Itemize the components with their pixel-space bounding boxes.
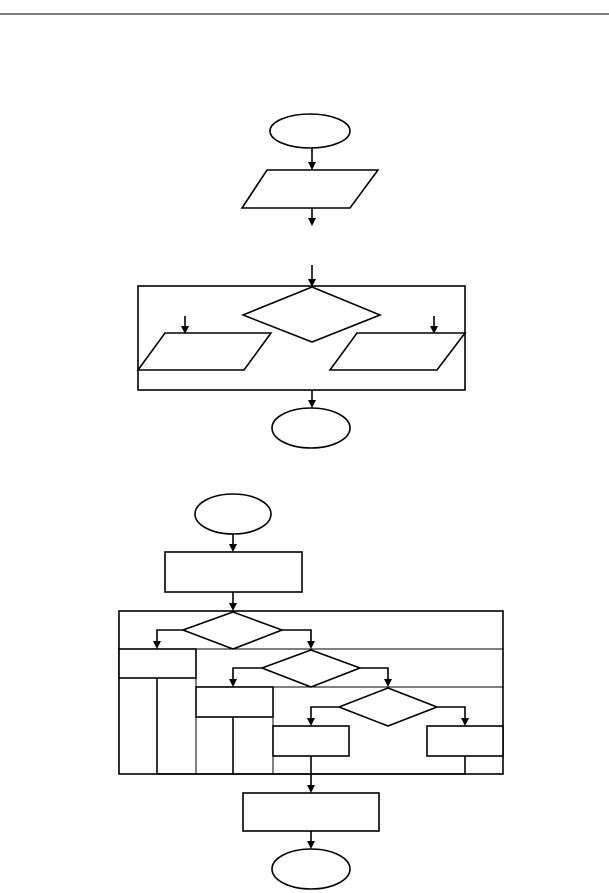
bottom-arrowhead bbox=[229, 544, 237, 552]
bottom-arrowhead bbox=[307, 841, 315, 849]
bottom-cond1-right-branch bbox=[282, 629, 312, 642]
top-input-parallelogram bbox=[240, 169, 380, 209]
bottom-cond1-left-branch bbox=[156, 629, 183, 642]
top-arrowhead bbox=[308, 279, 316, 287]
top-end-terminal bbox=[271, 407, 351, 449]
bottom-start-terminal bbox=[194, 493, 272, 535]
top-arrowhead bbox=[308, 400, 316, 408]
top-arrowhead bbox=[181, 326, 189, 334]
top-condition-diamond bbox=[240, 286, 383, 343]
bottom-condition-2-diamond bbox=[259, 649, 363, 688]
top-arrowhead bbox=[308, 218, 316, 226]
flowchart-bottom bbox=[118, 493, 504, 890]
bottom-output-box bbox=[242, 792, 380, 832]
bottom-condition-3-true-box bbox=[272, 725, 350, 757]
bottom-arrowhead bbox=[153, 641, 161, 649]
bottom-cond2-left-branch bbox=[232, 667, 262, 680]
bottom-arrowhead bbox=[307, 785, 315, 793]
bottom-condition-3-false-box bbox=[426, 725, 504, 757]
bottom-process-box bbox=[164, 551, 303, 593]
bottom-end-terminal bbox=[271, 848, 351, 890]
top-arrowhead bbox=[308, 162, 316, 170]
bottom-condition-3-diamond bbox=[336, 687, 440, 727]
bottom-arrowhead bbox=[229, 679, 237, 687]
bottom-condition-1-action-box bbox=[118, 648, 197, 679]
top-start-terminal bbox=[269, 113, 351, 149]
bottom-arrowhead bbox=[307, 718, 315, 726]
bottom-cond3-right-branch bbox=[437, 706, 466, 719]
bottom-arrowhead bbox=[307, 641, 315, 649]
flowchart-top bbox=[136, 113, 467, 449]
bottom-condition-1-diamond bbox=[180, 611, 285, 650]
bottom-cond2-right-branch bbox=[360, 667, 389, 680]
bottom-arrowhead bbox=[384, 679, 392, 687]
bottom-arrowhead bbox=[461, 718, 469, 726]
top-selection-block bbox=[137, 285, 466, 391]
top-left-output-parallelogram bbox=[136, 332, 273, 371]
bottom-cond3-left-branch bbox=[310, 706, 339, 719]
top-right-output-parallelogram bbox=[328, 332, 467, 371]
top-arrowhead bbox=[430, 326, 438, 334]
bottom-arrowhead bbox=[229, 603, 237, 611]
bottom-condition-2-action-box bbox=[195, 686, 274, 718]
